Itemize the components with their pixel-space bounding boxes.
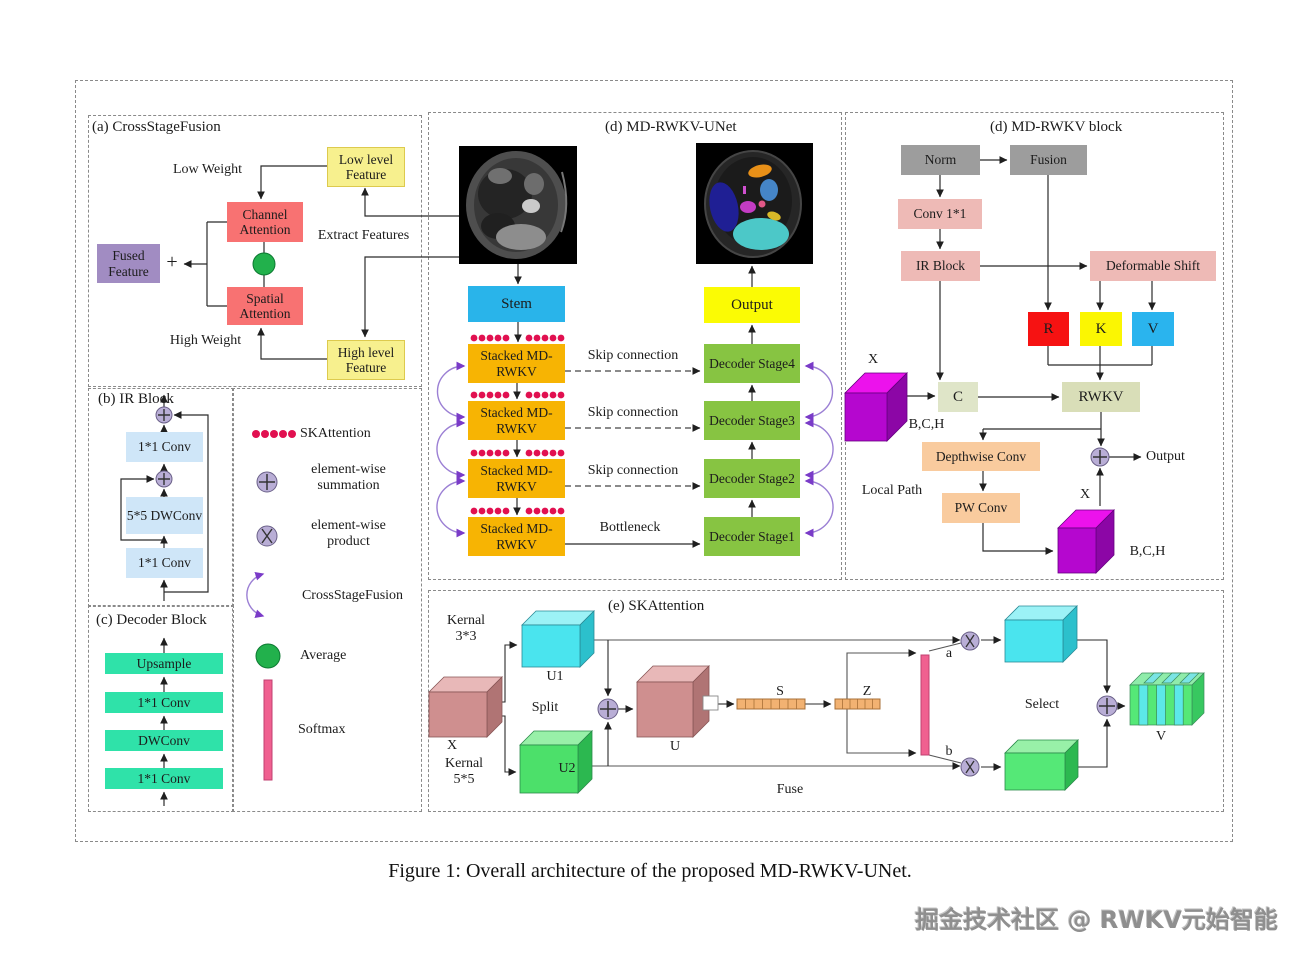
fused-feature-box: Fused Feature (97, 244, 160, 283)
u-label: U (669, 739, 681, 754)
skip-connection-label-2: Skip connection (587, 405, 679, 420)
conv11-box: Conv 1*1 (898, 199, 982, 229)
fuse-label: Fuse (776, 782, 804, 797)
r-box: R (1028, 312, 1069, 346)
panel-d-unet-frame (428, 112, 842, 580)
z-label: Z (862, 684, 872, 699)
local-path-label: Local Path (861, 483, 923, 498)
u2-label: U2 (558, 761, 576, 776)
rwkv-box: RWKV (1062, 382, 1140, 412)
skip-connection-label-1: Skip connection (587, 348, 679, 363)
high-level-feature-box: High level Feature (327, 340, 405, 380)
panel-e-frame (428, 590, 1224, 812)
high-weight-label: High Weight (169, 333, 242, 348)
c-box: C (938, 382, 978, 412)
panel-e-title: (e) SKAttention (608, 598, 705, 614)
legend-product-label: element-wise product (311, 518, 386, 550)
v-cube-label: V (1155, 729, 1167, 744)
fusion-box: Fusion (1010, 145, 1087, 175)
stacked-md-rwkv-box-2: Stacked MD-RWKV (468, 401, 565, 440)
legend-frame (232, 388, 422, 812)
decoder-upsample-box: Upsample (105, 653, 223, 674)
decoder-conv2-box: 1*1 Conv (105, 768, 223, 789)
panel-d-block-frame (845, 112, 1224, 580)
bch-output-label: B,C,H (1129, 544, 1166, 559)
a-label: a (945, 646, 953, 661)
kernal-3x3-label: Kernal 3*3 (446, 613, 486, 645)
decoder-stage1-box: Decoder Stage1 (704, 517, 800, 556)
decoder-stage2-box: Decoder Stage2 (704, 459, 800, 498)
legend-softmax-label: Softmax (298, 722, 346, 737)
ir-conv-top-box: 1*1 Conv (126, 432, 203, 462)
block-output-label: Output (1146, 449, 1185, 464)
spatial-attention-box: Spatial Attention (227, 287, 303, 325)
x-output-label: X (1079, 487, 1091, 502)
x-input-label: X (867, 352, 879, 367)
pw-conv-box: PW Conv (942, 493, 1020, 523)
legend-sk-attention-label: SKAttention (300, 426, 371, 441)
low-level-feature-box: Low level Feature (327, 147, 405, 187)
select-label: Select (1024, 697, 1060, 712)
decoder-stage4-box: Decoder Stage4 (704, 344, 800, 383)
channel-attention-box: Channel Attention (227, 202, 303, 242)
output-box: Output (704, 287, 800, 323)
s-label: S (776, 684, 784, 699)
decoder-conv1-box: 1*1 Conv (105, 692, 223, 713)
stem-box: Stem (468, 286, 565, 322)
panel-d-unet-title: (d) MD-RWKV-UNet (605, 119, 737, 135)
panel-a-frame (88, 115, 422, 387)
stacked-md-rwkv-box-3: Stacked MD-RWKV (468, 459, 565, 498)
bottleneck-label: Bottleneck (599, 520, 661, 535)
kernal-5x5-label: Kernal 5*5 (444, 756, 484, 788)
stacked-md-rwkv-box-4: Stacked MD-RWKV (468, 517, 565, 556)
stacked-md-rwkv-box-1: Stacked MD-RWKV (468, 344, 565, 383)
ir-block-box: IR Block (901, 251, 980, 281)
legend-cross-stage-fusion-label: CrossStageFusion (301, 588, 404, 603)
panel-a-title: (a) CrossStageFusion (92, 119, 221, 135)
panel-c-title: (c) Decoder Block (96, 612, 207, 628)
v-box: V (1132, 312, 1174, 346)
extract-features-label: Extract Features (317, 228, 410, 243)
outer-frame (75, 80, 1233, 842)
low-weight-label: Low Weight (173, 162, 242, 177)
x-cube-label: X (446, 738, 458, 753)
norm-box: Norm (901, 145, 980, 175)
u1-label: U1 (546, 669, 564, 684)
legend-average-label: Average (300, 648, 347, 663)
panel-b-frame (88, 388, 234, 607)
panel-b-title: (b) IR Block (98, 391, 174, 407)
deformable-shift-box: Deformable Shift (1090, 251, 1216, 281)
skip-connection-label-3: Skip connection (587, 463, 679, 478)
decoder-dwconv-box: DWConv (105, 730, 223, 751)
bch-input-label: B,C,H (908, 417, 945, 432)
decoder-stage3-box: Decoder Stage3 (704, 401, 800, 440)
depthwise-conv-box: Depthwise Conv (922, 442, 1040, 471)
ir-dwconv-box: 5*5 DWConv (126, 497, 203, 534)
split-label: Split (531, 700, 559, 715)
panel-c-frame (88, 605, 234, 812)
plus-sign: + (166, 251, 178, 273)
ir-conv-bottom-box: 1*1 Conv (126, 548, 203, 578)
b-label: b (945, 744, 953, 759)
legend-summation-label: element-wise summation (311, 462, 386, 494)
panel-d-block-title: (d) MD-RWKV block (990, 119, 1123, 135)
figure-caption: Figure 1: Overall architecture of the pr… (388, 860, 912, 882)
k-box: K (1080, 312, 1122, 346)
watermark: 掘金技术社区 @ RWKV元始智能 (915, 906, 1278, 934)
